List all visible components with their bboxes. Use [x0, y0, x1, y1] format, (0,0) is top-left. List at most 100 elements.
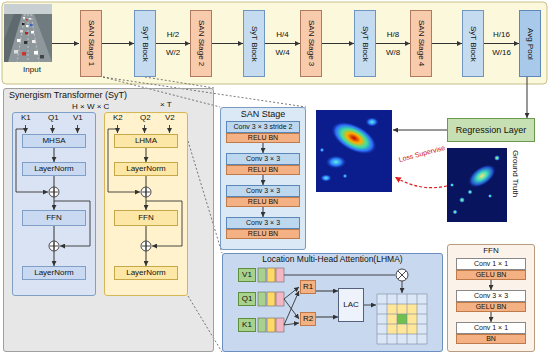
box-label: SAN Stage 4 — [416, 20, 425, 66]
layer-box: LayerNorm — [114, 266, 178, 280]
attention-blocks — [258, 268, 284, 332]
box-label: RELU BN — [248, 134, 278, 142]
flow-arrow — [146, 176, 147, 210]
tensor-label: V2 — [165, 113, 175, 122]
tensor-box: R2 — [300, 312, 316, 326]
label-holder: H/4 W/4 — [272, 26, 294, 62]
flow-arrow — [54, 226, 55, 266]
attention-blocks — [267, 268, 275, 282]
attention-wiring — [364, 305, 376, 306]
location-grid — [377, 294, 427, 344]
block-box: SyT Block — [134, 10, 156, 77]
ground-truth-map — [453, 210, 458, 215]
flow-arrow — [491, 312, 492, 322]
activation-box: RELU BN — [226, 165, 300, 175]
zoom-leader — [103, 77, 306, 352]
layer-box: FFN — [22, 210, 86, 226]
tensor-box: R1 — [300, 280, 316, 294]
layer-box: FFN — [114, 210, 178, 226]
note-label: Loss Supervise — [398, 144, 446, 163]
input-photo — [17, 14, 25, 62]
density-map — [320, 148, 325, 153]
ground-truth-map — [447, 148, 507, 222]
location-grid — [377, 294, 427, 344]
activation-box: BN — [456, 334, 526, 344]
attention-wiring — [402, 281, 403, 293]
box-label: LAC — [343, 300, 359, 309]
syt-wiring — [52, 125, 53, 133]
stage-box: SAN Stage 4 — [410, 10, 432, 77]
box-label: Conv 1 × 1 — [474, 324, 508, 332]
module-panel: FFNConv 1 × 1GELU BNConv 3 × 3GELU BNCon… — [447, 244, 535, 352]
size-label: H/2 W/2 — [166, 30, 180, 57]
label-holder: × T — [160, 100, 184, 109]
input-photo — [4, 14, 52, 62]
panel-fill — [3, 88, 535, 352]
panel-fill — [220, 107, 306, 250]
label-holder: Ground Truth — [511, 150, 523, 199]
block-box: SyT Block — [462, 10, 484, 77]
box-label: SyT Block — [468, 26, 477, 62]
location-grid — [377, 294, 427, 344]
note-label: H × W × C — [72, 102, 109, 111]
zoom-leader — [103, 77, 306, 107]
block-box: SyT Block — [354, 10, 376, 77]
note-label: Input — [23, 65, 41, 74]
ground-truth-map — [459, 197, 465, 203]
box-label: Conv 1 × 1 — [474, 260, 508, 268]
backbone-band — [2, 2, 547, 84]
conv-box: Conv 1 × 1 — [456, 322, 526, 334]
box-label: SyT Block — [140, 26, 149, 62]
note-label: Ground Truth — [511, 150, 520, 197]
layer-box: LHMA — [114, 134, 178, 148]
tensor-box: V1 — [238, 268, 256, 282]
module-panel: Location Multi-Head Attention(LHMA)V1Q1K… — [222, 253, 443, 352]
box-label: FFN — [138, 213, 154, 222]
box-label: SyT Block — [360, 26, 369, 62]
attention-blocks — [258, 268, 266, 282]
box-label: K1 — [242, 320, 252, 329]
label-holder: H/2 W/2 — [162, 26, 184, 62]
box-label: Regression Layer — [456, 125, 527, 135]
size-label: H/8 W/8 — [386, 30, 400, 57]
flow-arrow — [263, 175, 264, 185]
panel-fill — [447, 244, 535, 352]
panel-fill — [222, 253, 443, 352]
box-label: LayerNorm — [34, 268, 74, 277]
tensor-box: K1 — [238, 318, 256, 332]
density-map — [325, 155, 347, 169]
box-label: Conv 3 × 3 — [474, 292, 508, 300]
input-photo — [40, 55, 44, 59]
box-label: Conv 3 × 3 — [246, 155, 280, 163]
conv-box: Conv 3 × 3 — [226, 185, 300, 197]
multiply-symbol — [398, 271, 406, 279]
zoom-leader — [188, 141, 222, 253]
layer-box: LayerNorm — [22, 266, 86, 280]
note-label: × T — [160, 100, 172, 109]
panel-title: SAN Stage — [221, 109, 305, 119]
stage-box: SAN Stage 2 — [190, 10, 212, 77]
flow-arrow — [432, 43, 462, 44]
box-label: SAN Stage 2 — [196, 20, 205, 66]
input-photo — [14, 50, 18, 54]
flow-arrow — [263, 143, 264, 153]
label-holder: H/16 W/16 — [491, 26, 513, 62]
box-label: R1 — [303, 282, 313, 291]
density-map — [365, 117, 379, 127]
tensor-box: Q1 — [238, 292, 256, 306]
flow-arrow — [527, 77, 528, 118]
box-label: SyT Block — [249, 26, 258, 62]
multiply-symbol — [396, 269, 408, 281]
input-photo — [4, 14, 22, 62]
module-panel: SAN StageConv 3 × 3 stride 2RELU BNConv … — [220, 107, 306, 250]
input-photo — [28, 14, 29, 62]
syt-wiring — [169, 125, 170, 133]
layer-box: MHSA — [22, 134, 86, 148]
layer-box: LayerNorm — [22, 162, 86, 176]
label-holder: H × W × C — [72, 102, 132, 111]
module-panel: Synergism Transformer (SyT)K1Q1V1MHSALay… — [3, 88, 214, 352]
input-photo — [17, 39, 21, 42]
box-label: LayerNorm — [126, 164, 166, 173]
conv-box: Conv 1 × 1 — [456, 258, 526, 270]
